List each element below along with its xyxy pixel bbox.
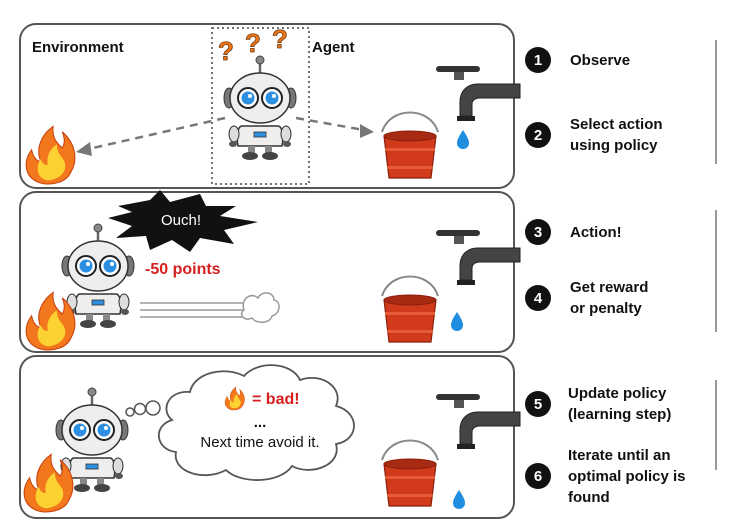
environment-label: Environment: [32, 39, 124, 56]
step-badge: [525, 391, 551, 417]
step-label: using policy: [570, 137, 658, 154]
step-number: 6: [534, 468, 542, 485]
step-badge: [525, 122, 551, 148]
step-number: 3: [534, 224, 542, 241]
step-label: Iterate until an: [568, 447, 671, 464]
penalty-text: -50 points: [145, 261, 221, 278]
ellipsis-text: ...: [254, 414, 267, 431]
thought-bubble-dot: [133, 402, 147, 416]
avoid-text: Next time avoid it.: [200, 434, 319, 451]
step-label: or penalty: [570, 300, 642, 317]
step-label: found: [568, 489, 610, 506]
step-label: Update policy: [568, 385, 667, 402]
step-label: Get reward: [570, 279, 648, 296]
step-3: 3 Action!: [525, 219, 622, 245]
thought-cloud-icon: [157, 364, 355, 481]
thought-bubble-dot: [125, 407, 135, 417]
ouch-text: Ouch!: [161, 212, 201, 229]
arrow-head: [76, 142, 92, 156]
question-mark: ?: [272, 24, 288, 54]
step-label: (learning step): [568, 406, 671, 423]
step-label: Observe: [570, 52, 630, 69]
step-number: 4: [534, 290, 543, 307]
step-badge: [525, 463, 551, 489]
agent-label: Agent: [312, 39, 355, 56]
question-mark: ?: [245, 28, 261, 58]
observe-arrow: [83, 116, 226, 152]
dust-cloud-icon: [240, 292, 280, 323]
thought-bubble-dot: [145, 400, 161, 416]
step-label: optimal policy is: [568, 468, 686, 485]
step-badge: [525, 285, 551, 311]
step-5: 5 Update policy (learning step): [525, 385, 671, 423]
step-2: 2 Select action using policy: [525, 116, 663, 154]
step-badge: [525, 47, 551, 73]
question-mark: ?: [218, 36, 234, 66]
step-number: 2: [534, 127, 542, 144]
step-4: 4 Get reward or penalty: [525, 279, 648, 317]
step-6: 6 Iterate until an optimal policy is fou…: [525, 447, 686, 506]
explosion-icon: [108, 190, 258, 252]
arrow-head: [360, 124, 374, 138]
bad-text: = bad!: [252, 391, 300, 408]
step-label: Action!: [570, 224, 622, 241]
step-1: 1 Observe: [525, 47, 630, 73]
step-number: 5: [534, 396, 542, 413]
step-label: Select action: [570, 116, 663, 133]
step-badge: [525, 219, 551, 245]
agent-boundary: [211, 27, 310, 185]
observe-arrow: [295, 116, 365, 132]
step-number: 1: [534, 52, 542, 69]
